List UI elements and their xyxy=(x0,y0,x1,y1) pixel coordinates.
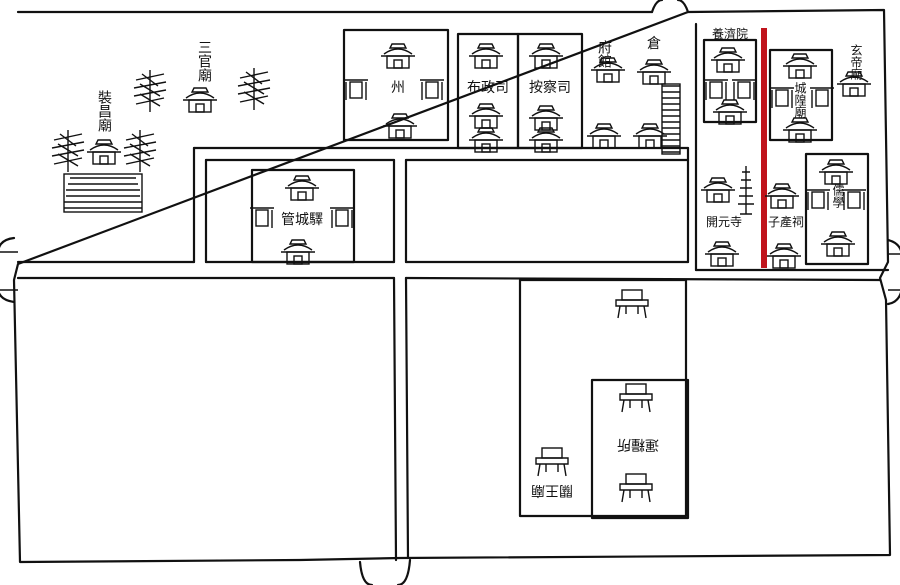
label-fu-guan: 府館 xyxy=(596,40,612,68)
streets xyxy=(16,22,890,562)
tree-icons xyxy=(51,67,271,173)
building-icons xyxy=(86,43,872,503)
ruxue-compound xyxy=(804,152,870,266)
yangji-compound xyxy=(702,38,758,124)
label-buzheng-si: 布政司 xyxy=(467,80,509,96)
place-labels: 三官廟 裝昌廟 州 布政司 按察司 府館 倉 養濟院 玄帝廟 城隍廟 管城驛 開… xyxy=(96,26,863,499)
label-ru-xue: 儒學 xyxy=(831,184,845,209)
pagoda-icon xyxy=(738,166,754,215)
label-chenghuang-miao: 城隍廟 xyxy=(793,82,807,119)
zhou-compound xyxy=(342,28,450,142)
label-zhuchang-miao: 裝昌廟 xyxy=(96,90,112,132)
temple-platform xyxy=(63,173,143,213)
label-kaiyuan-si: 開元寺 xyxy=(706,215,742,229)
label-sanguan-miao: 三官廟 xyxy=(196,40,212,82)
label-yangji-yuan: 養濟院 xyxy=(712,26,748,41)
label-zhou: 州 xyxy=(391,80,405,96)
label-xuandi-miao: 玄帝廟 xyxy=(849,43,863,81)
label-zichan-ci: 子產祠 xyxy=(768,214,804,229)
yunhui-compound xyxy=(590,378,690,520)
label-cang: 倉 xyxy=(647,36,661,52)
stair-bars xyxy=(661,83,681,155)
label-guancheng-yi: 管城驛 xyxy=(281,212,323,228)
guanwang-compound xyxy=(518,278,688,518)
label-yunhui-suo: 運糧所 xyxy=(617,436,659,452)
label-ancha-si: 按察司 xyxy=(529,79,571,96)
label-guanwang-miao: 關王廟 xyxy=(531,482,573,499)
enclosures xyxy=(63,28,870,520)
